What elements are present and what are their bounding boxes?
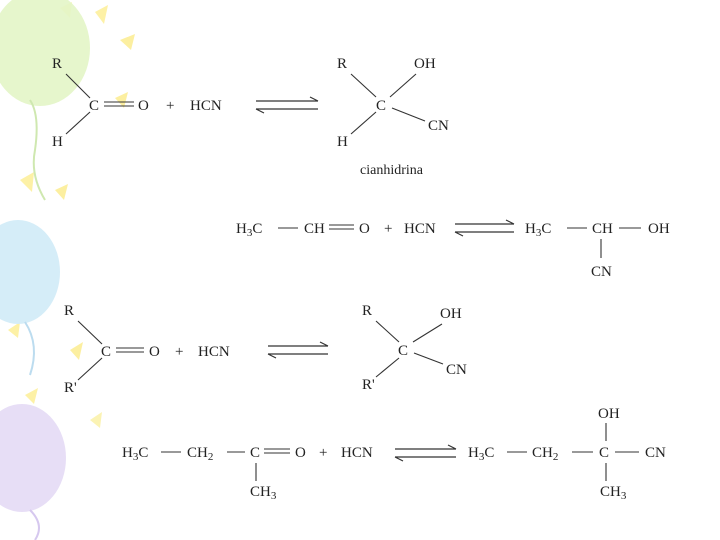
reaction-1: R H C O + HCN R OH C CN H cianhidrina [52, 56, 449, 178]
r1-product-oh: OH [414, 56, 436, 72]
r1-product-bond-cn [391, 107, 426, 122]
r3-reagent: HCN [198, 344, 230, 360]
r3-product-bond-rp [375, 357, 400, 378]
r1-plus: + [166, 98, 174, 114]
r4-product-carbon: C [599, 445, 609, 461]
r3-plus: + [175, 344, 183, 360]
r3-product-bond-cn [413, 352, 444, 365]
r3-substituent-rp: R' [64, 380, 77, 396]
r4-oxygen: O [295, 445, 306, 461]
r1-product-bond-h [350, 111, 377, 135]
r2-oxygen: O [359, 221, 370, 237]
r1-carbonyl-carbon: C [89, 98, 99, 114]
balloon-decoration [0, 0, 135, 540]
r3-bond-rp [77, 357, 103, 381]
r3-carbonyl-carbon: C [101, 344, 111, 360]
r3-bond-r [77, 320, 103, 345]
r3-substituent-r: R [64, 303, 74, 319]
r2-reagent: HCN [404, 221, 436, 237]
r3-product-r: R [362, 303, 372, 319]
r1-product-name: cianhidrina [360, 163, 424, 178]
r3-product-bond-oh [412, 323, 443, 343]
r4-product-oh: OH [598, 406, 620, 422]
r4-plus: + [319, 445, 327, 461]
r3-oxygen: O [149, 344, 160, 360]
r1-reagent: HCN [190, 98, 222, 114]
r2-product-methyl: H3C [525, 221, 551, 239]
r2-ch: CH [304, 221, 325, 237]
r4-equilibrium-arrow [394, 444, 457, 462]
r3-product-rp: R' [362, 377, 375, 393]
r3-product-carbon: C [398, 343, 408, 359]
r1-equilibrium-arrow [255, 96, 319, 114]
reaction-4: H3C CH2 C O + HCN CH3 H3C CH2 C OH CN CH… [122, 406, 666, 502]
r1-bond-r [65, 73, 91, 99]
r3-product-oh: OH [440, 306, 462, 322]
r1-product-bond-oh [389, 73, 417, 98]
r4-product-branch-methyl: CH3 [600, 484, 627, 502]
r2-methyl: H3C [236, 221, 262, 239]
balloon-icon [0, 0, 90, 540]
r3-product-cn: CN [446, 362, 467, 378]
r3-product-bond-r [375, 320, 400, 343]
reaction-3: R R' C O + HCN R OH C CN R' [64, 303, 467, 396]
r1-substituent-r: R [52, 56, 62, 72]
r1-product-carbon: C [376, 98, 386, 114]
r4-methyl: H3C [122, 445, 148, 463]
reaction-2: H3C CH O + HCN H3C CH OH CN [236, 219, 670, 280]
r4-carbonyl-carbon: C [250, 445, 260, 461]
r1-product-cn: CN [428, 118, 449, 134]
r1-oxygen: O [138, 98, 149, 114]
r1-product-r: R [337, 56, 347, 72]
r2-plus: + [384, 221, 392, 237]
r1-product-h: H [337, 134, 348, 150]
r3-equilibrium-arrow [267, 341, 329, 359]
r4-reagent: HCN [341, 445, 373, 461]
r4-product-ch2: CH2 [532, 445, 558, 463]
r4-ch2: CH2 [187, 445, 213, 463]
r4-branch-methyl: CH3 [250, 484, 277, 502]
r2-equilibrium-arrow [454, 219, 515, 237]
r4-product-cn: CN [645, 445, 666, 461]
r1-substituent-h: H [52, 134, 63, 150]
r1-bond-h [65, 111, 91, 135]
r2-product-ch: CH [592, 221, 613, 237]
r1-product-bond-r [350, 73, 377, 98]
r2-product-cn: CN [591, 264, 612, 280]
r2-product-oh: OH [648, 221, 670, 237]
r4-product-methyl: H3C [468, 445, 494, 463]
